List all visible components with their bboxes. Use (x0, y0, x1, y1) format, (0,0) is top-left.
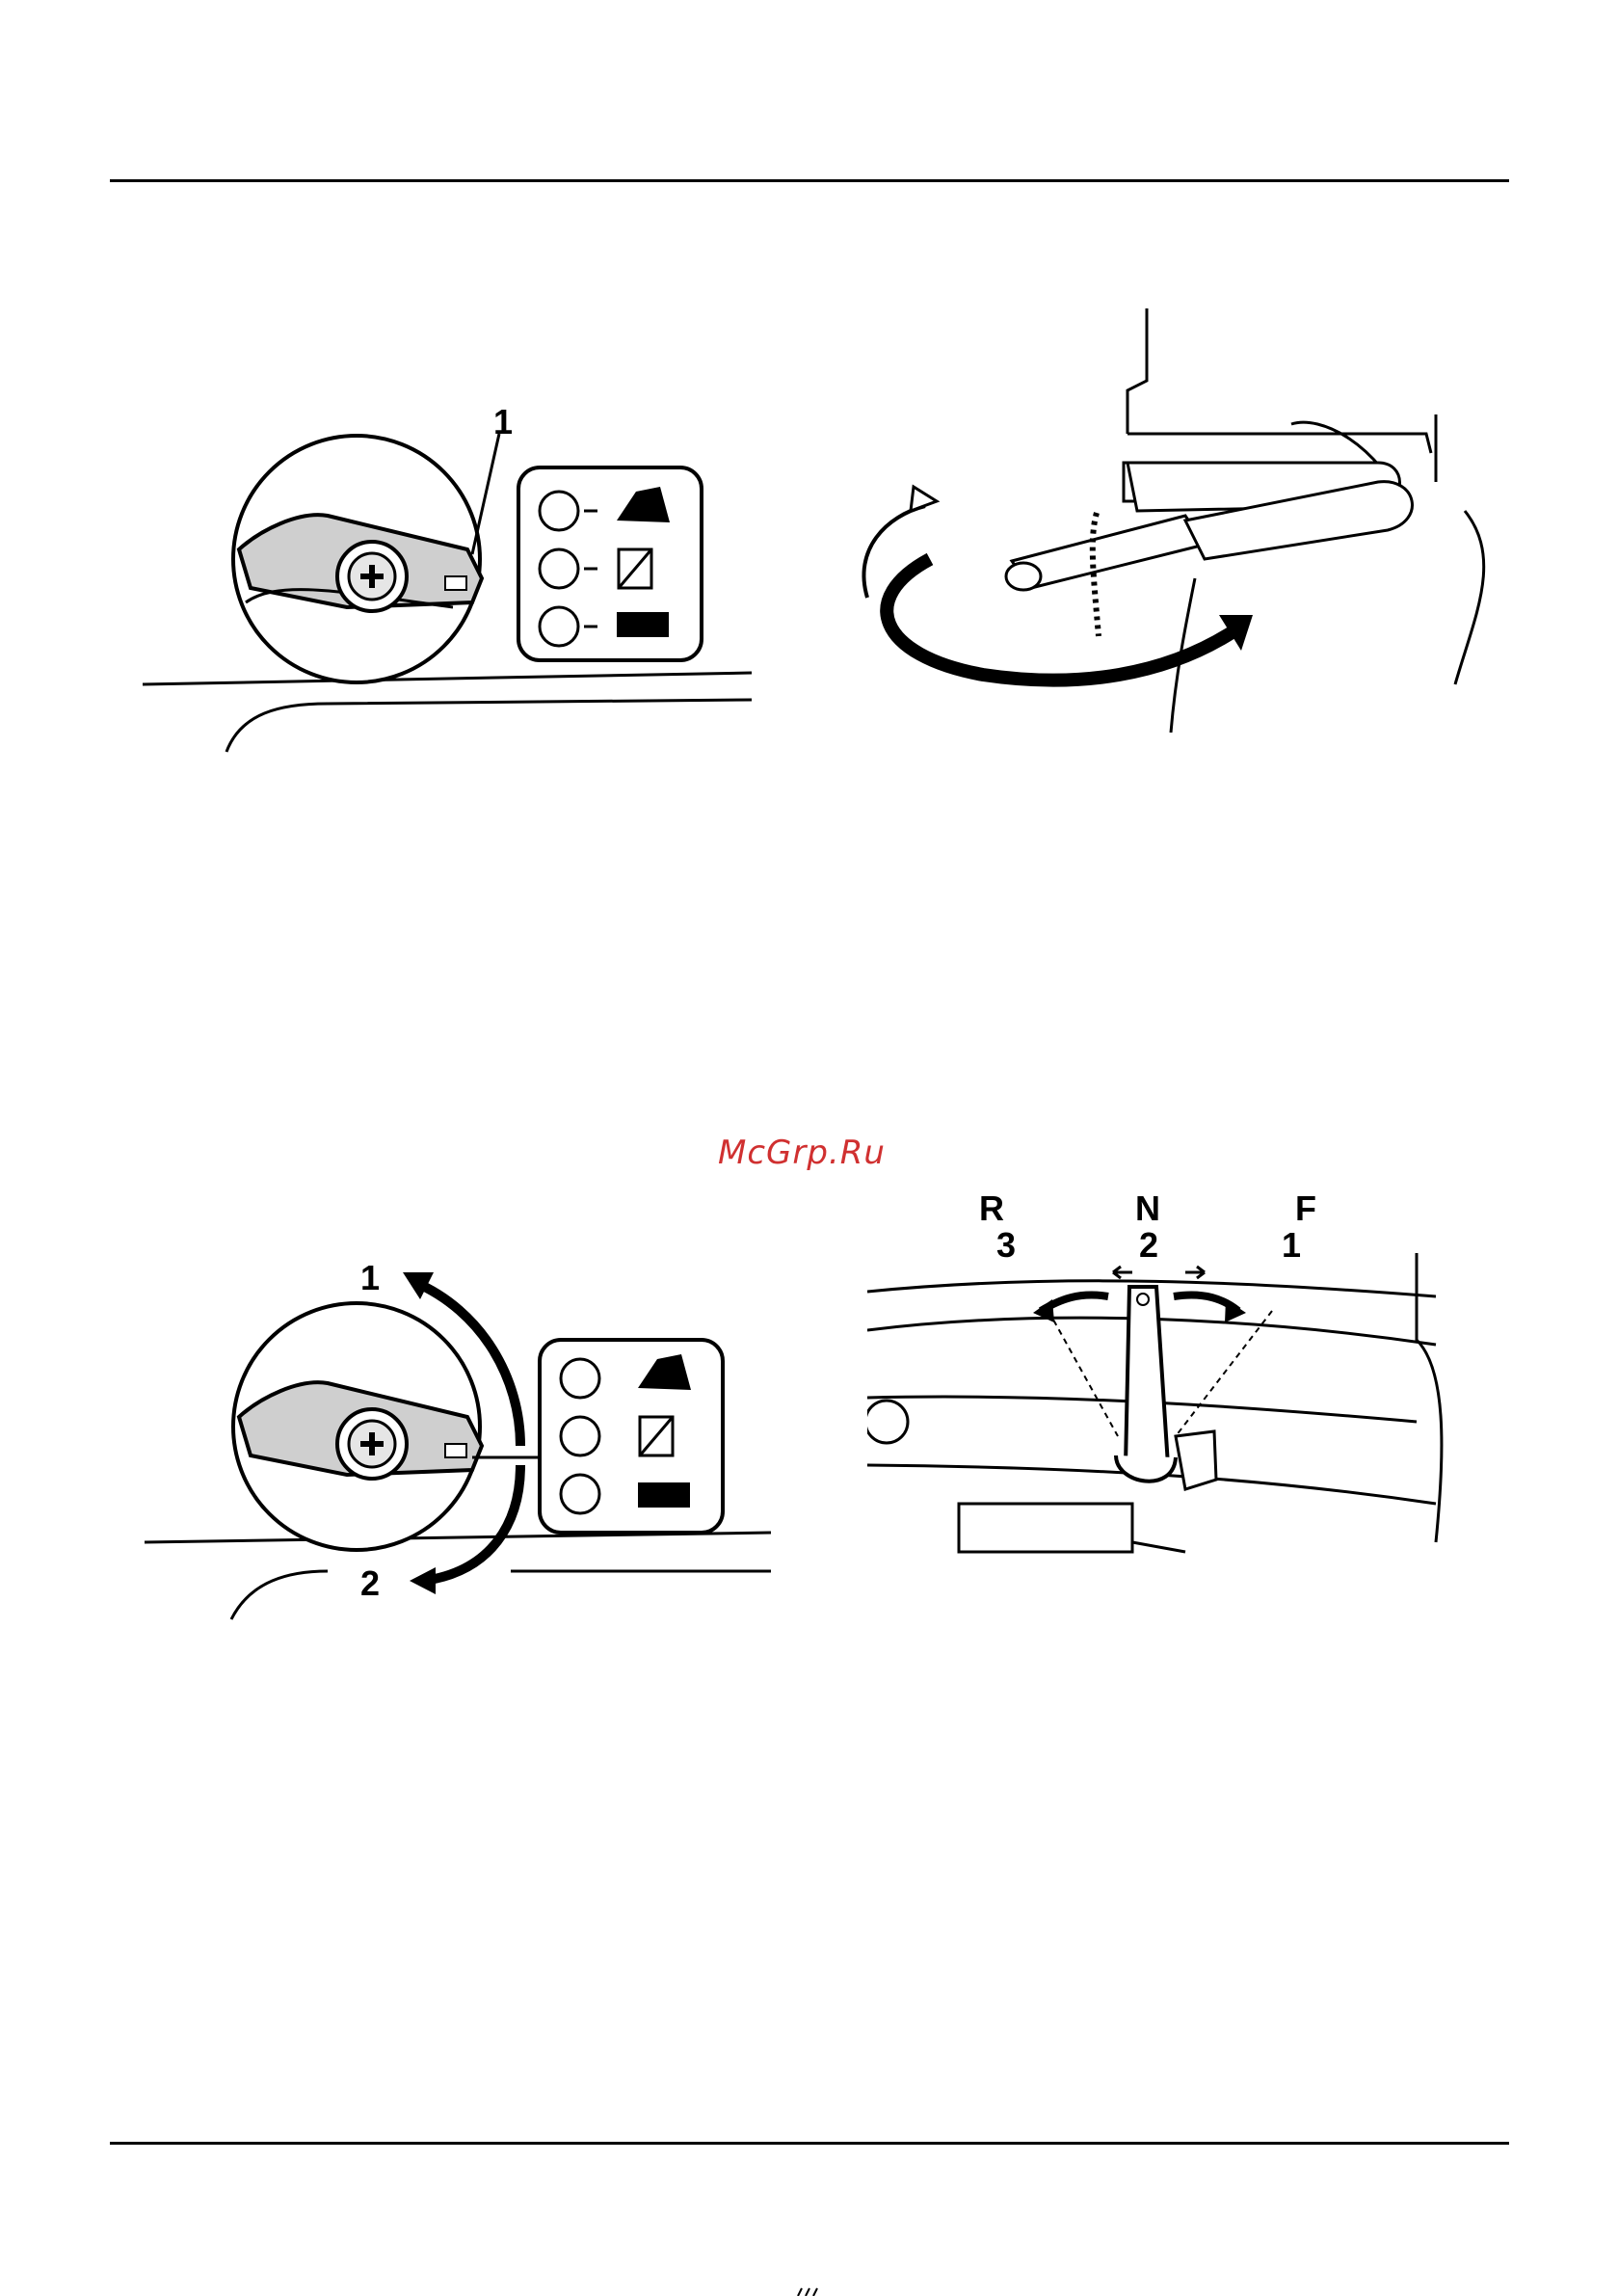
callout-close: 2 (360, 1566, 380, 1601)
shift-number-forward: 1 (1282, 1228, 1301, 1263)
footer-rule (110, 2142, 1509, 2145)
fuel-cap-vent-figure-bottom (135, 1243, 790, 1629)
fuel-cap-vent-figure-top (135, 414, 771, 761)
footer-mark (796, 2286, 825, 2296)
header-rule (110, 179, 1509, 182)
watermark: McGrp.Ru (718, 1134, 886, 1172)
shift-lever-figure (867, 1253, 1465, 1571)
shift-number-neutral: 2 (1139, 1228, 1158, 1263)
callout-open: 1 (360, 1261, 380, 1295)
shift-label-reverse: R (979, 1191, 1004, 1226)
callout-vent-screw: 1 (493, 405, 513, 440)
shift-number-reverse: 3 (996, 1228, 1016, 1263)
shift-label-forward: F (1295, 1191, 1316, 1226)
shift-label-neutral: N (1135, 1191, 1160, 1226)
tiller-handle-figure (838, 308, 1513, 733)
